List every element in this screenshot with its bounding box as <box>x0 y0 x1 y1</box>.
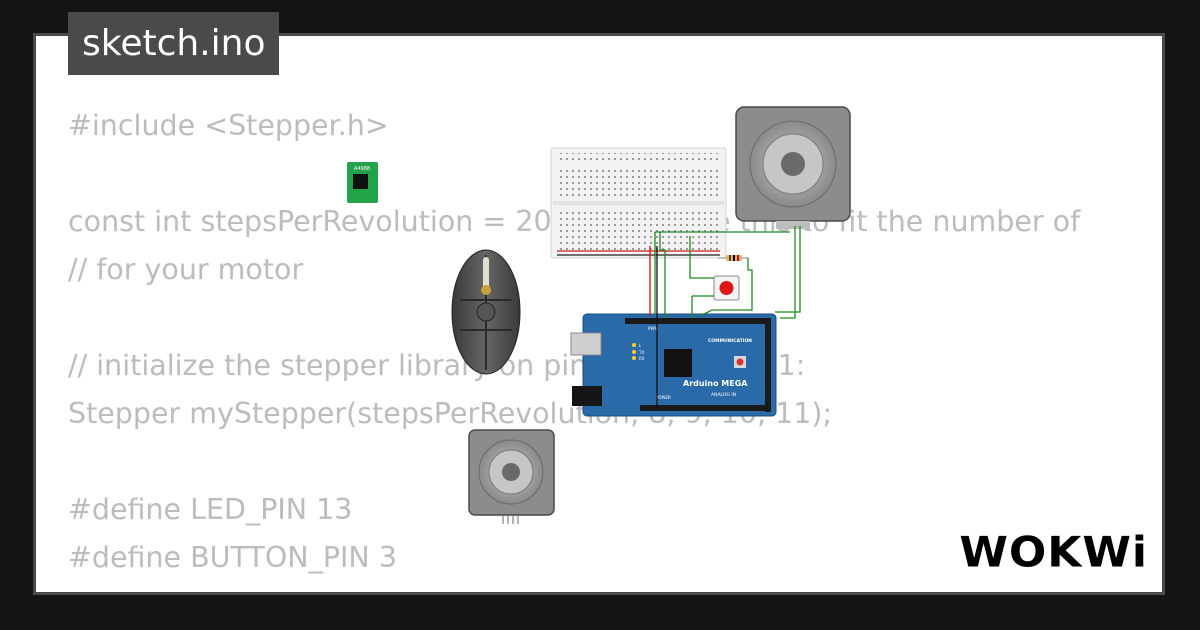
code-line: // for your motor <box>68 253 304 286</box>
code-line <box>68 150 1080 198</box>
code-line: volatile bool ledState = LOW; <box>68 582 1080 592</box>
preview-card: #include <Stepper.h> const int stepsPerRe… <box>33 33 1165 595</box>
code-line <box>68 438 1080 486</box>
code-line: #define LED_PIN 13 <box>68 493 353 526</box>
code-editor: #include <Stepper.h> const int stepsPerRe… <box>68 102 1081 592</box>
code-line: // initialize the stepper library on pin… <box>68 349 806 382</box>
wokwi-logo: WOKWi <box>959 528 1148 577</box>
code-line: #define BUTTON_PIN 3 <box>68 541 397 574</box>
code-line: Stepper myStepper(stepsPerRevolution, 8,… <box>68 397 833 430</box>
code-line: const int stepsPerRevolution = 200; // c… <box>68 205 1081 238</box>
code-line <box>68 294 1080 342</box>
file-name-tab[interactable]: sketch.ino <box>68 12 280 75</box>
code-line: #include <Stepper.h> <box>68 109 389 142</box>
